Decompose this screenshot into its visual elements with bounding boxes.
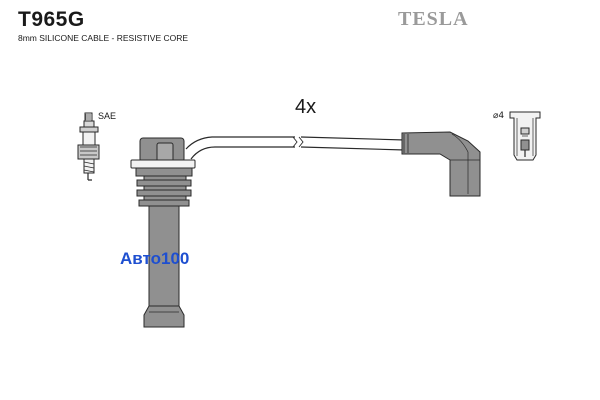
brand-logo: TESLA [398,8,469,30]
coil-boot [130,137,196,328]
watermark: Авто100 [120,249,190,268]
coil-terminal-label: ⌀4 [493,111,505,121]
coil-terminal-icon [509,111,541,161]
plug-boot [401,131,481,197]
spark-plug-type-label: SAE [98,111,117,121]
spark-plug-icon [77,112,100,181]
product-description: 8mm SILICONE CABLE - RESISTIVE CORE [18,33,189,43]
ignition-cable [185,136,406,160]
product-code: T965G [18,8,85,31]
quantity-label: 4x [295,96,317,118]
